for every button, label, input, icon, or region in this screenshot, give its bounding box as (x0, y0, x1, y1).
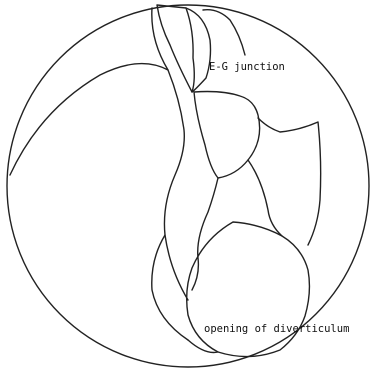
right-fold-line (258, 118, 321, 245)
right-upper-fold-line (203, 10, 245, 55)
left-outer-fold-line (10, 64, 168, 175)
eg-junction-upper-hatch (157, 5, 194, 92)
left-fold-line (152, 8, 188, 300)
eg-junction-lower-hatch (194, 92, 260, 179)
eg-junction-label: E-G junction (209, 61, 285, 73)
lower-left-fold-line (152, 235, 188, 340)
diverticulum-opening-label: opening of diverticulum (204, 323, 349, 335)
diverticulum-opening-hatch (187, 222, 310, 357)
middle-fold-line (192, 178, 218, 290)
